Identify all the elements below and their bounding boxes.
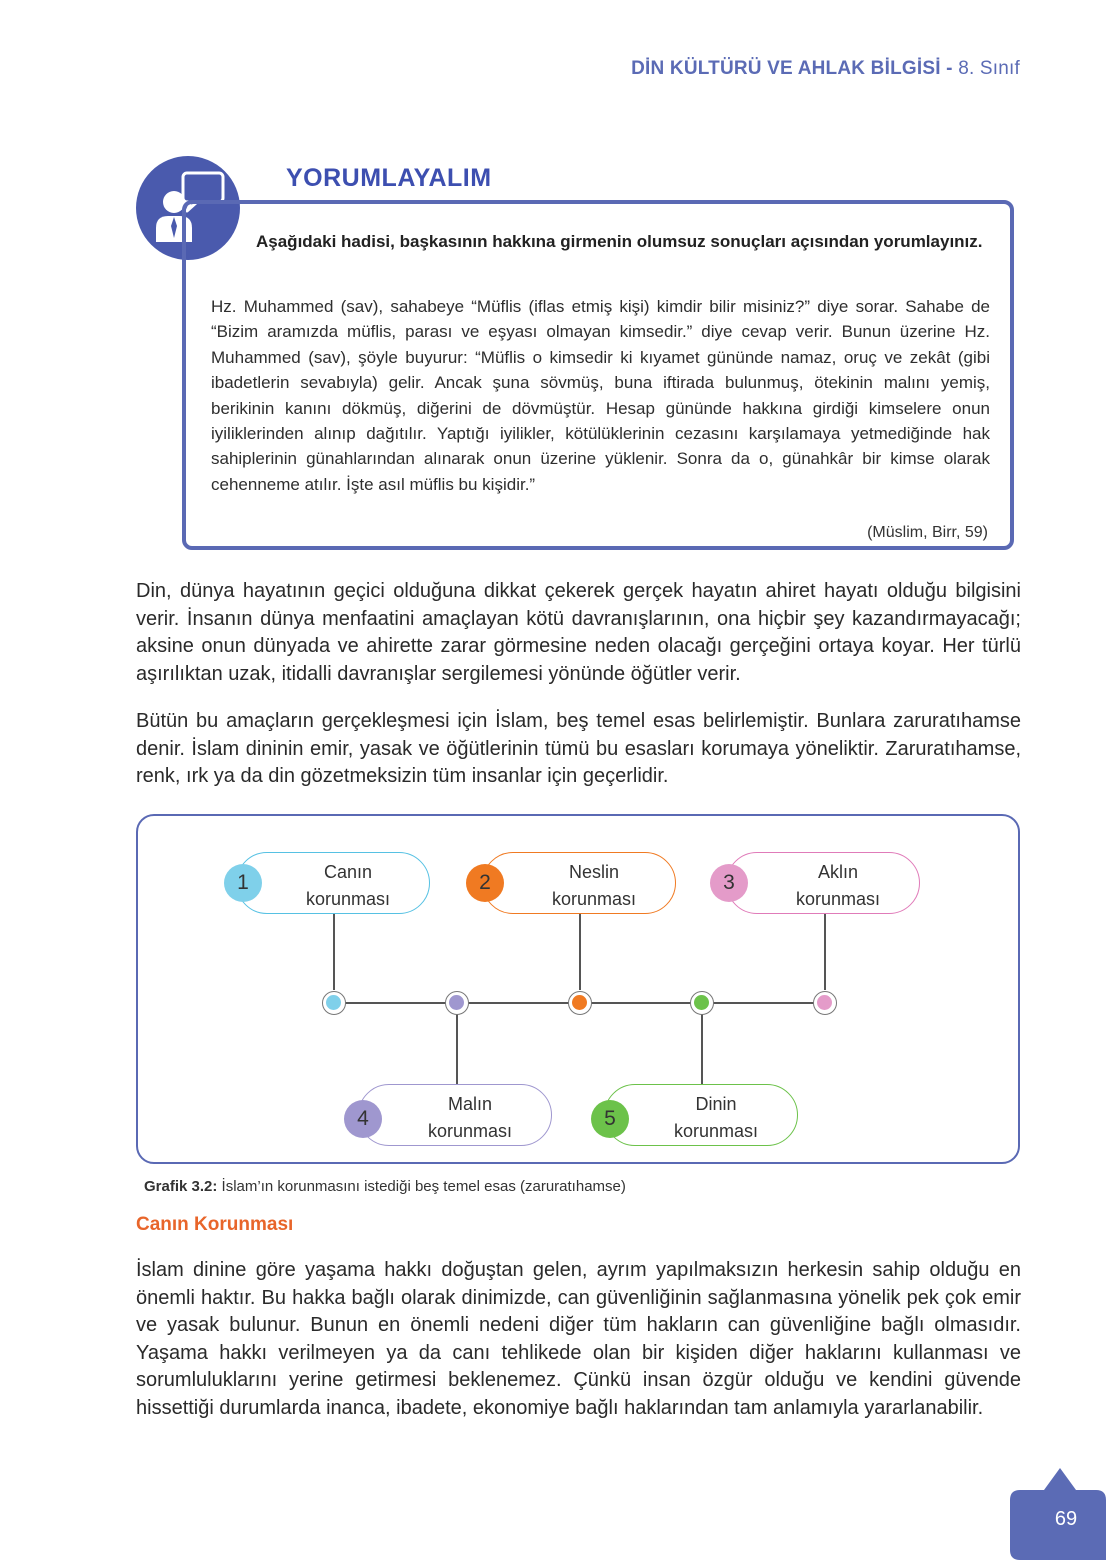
connector [824,914,826,990]
item-label: korunması [795,889,881,909]
body-paragraph: Bütün bu amaçların gerçekleşmesi için İs… [136,710,1021,787]
node-din [690,991,714,1015]
hadith-quote: Hz. Muhammed (sav), sahabeye “Müflis (if… [211,297,990,494]
caption-label: Grafik 3.2: [144,1178,218,1195]
node-nesil [568,991,592,1015]
book-title: DİN KÜLTÜRÜ VE AHLAK BİLGİSİ [631,58,941,79]
page-number: 69 [1054,1508,1078,1530]
item-label: Dinin [695,1094,737,1114]
connector [456,1014,458,1088]
book-header: DİN KÜLTÜRÜ VE AHLAK BİLGİSİ - 8. Sınıf [631,58,1020,80]
item-number: 4 [344,1100,382,1138]
hadith-citation: (Müslim, Birr, 59) [867,524,988,541]
item-label: korunması [427,1121,513,1141]
item-label: Canın [323,862,373,882]
essential-item-akil: Aklın korunması [726,852,920,914]
header-separator: - [940,58,959,79]
body-paragraph: İslam dinine göre yaşama hakkı doğuştan … [136,1259,1021,1419]
section-title: Canın Korunması [136,1214,294,1235]
item-number: 3 [710,864,748,902]
connector [701,1014,703,1088]
essential-item-din: Dinin korunması [604,1084,798,1146]
item-label: korunması [673,1121,759,1141]
item-number: 1 [224,864,262,902]
item-number: 2 [466,864,504,902]
essential-item-can: Canın korunması [236,852,430,914]
activity-box [182,200,1014,550]
node-can [322,991,346,1015]
item-label: korunması [305,889,391,909]
node-mal [445,991,469,1015]
node-akil [813,991,837,1015]
body-paragraph: Din, dünya hayatının geçici olduğuna dik… [136,580,1021,685]
item-label: korunması [551,889,637,909]
activity-prompt: Aşağıdaki hadisi, başkasının hakkına gir… [256,232,983,251]
connector [333,914,335,990]
grade-label: 8. Sınıf [958,58,1020,79]
figure-caption: Grafik 3.2: İslam’ın korunmasını istediğ… [144,1178,626,1195]
item-label: Neslin [568,862,620,882]
item-number: 5 [591,1100,629,1138]
page-number-tab [1010,1468,1106,1560]
caption-text: İslam’ın korunmasını istediği beş temel … [217,1178,626,1195]
item-label: Aklın [817,862,859,882]
activity-title: YORUMLAYALIM [286,164,492,192]
five-essentials-diagram: Canın korunması 1 Neslin korunması 2 Aklın… [136,814,1020,1164]
essential-item-mal: Malın korunması [358,1084,552,1146]
item-label: Malın [447,1094,492,1114]
essential-item-nesil: Neslin korunması [482,852,676,914]
connector [579,914,581,990]
